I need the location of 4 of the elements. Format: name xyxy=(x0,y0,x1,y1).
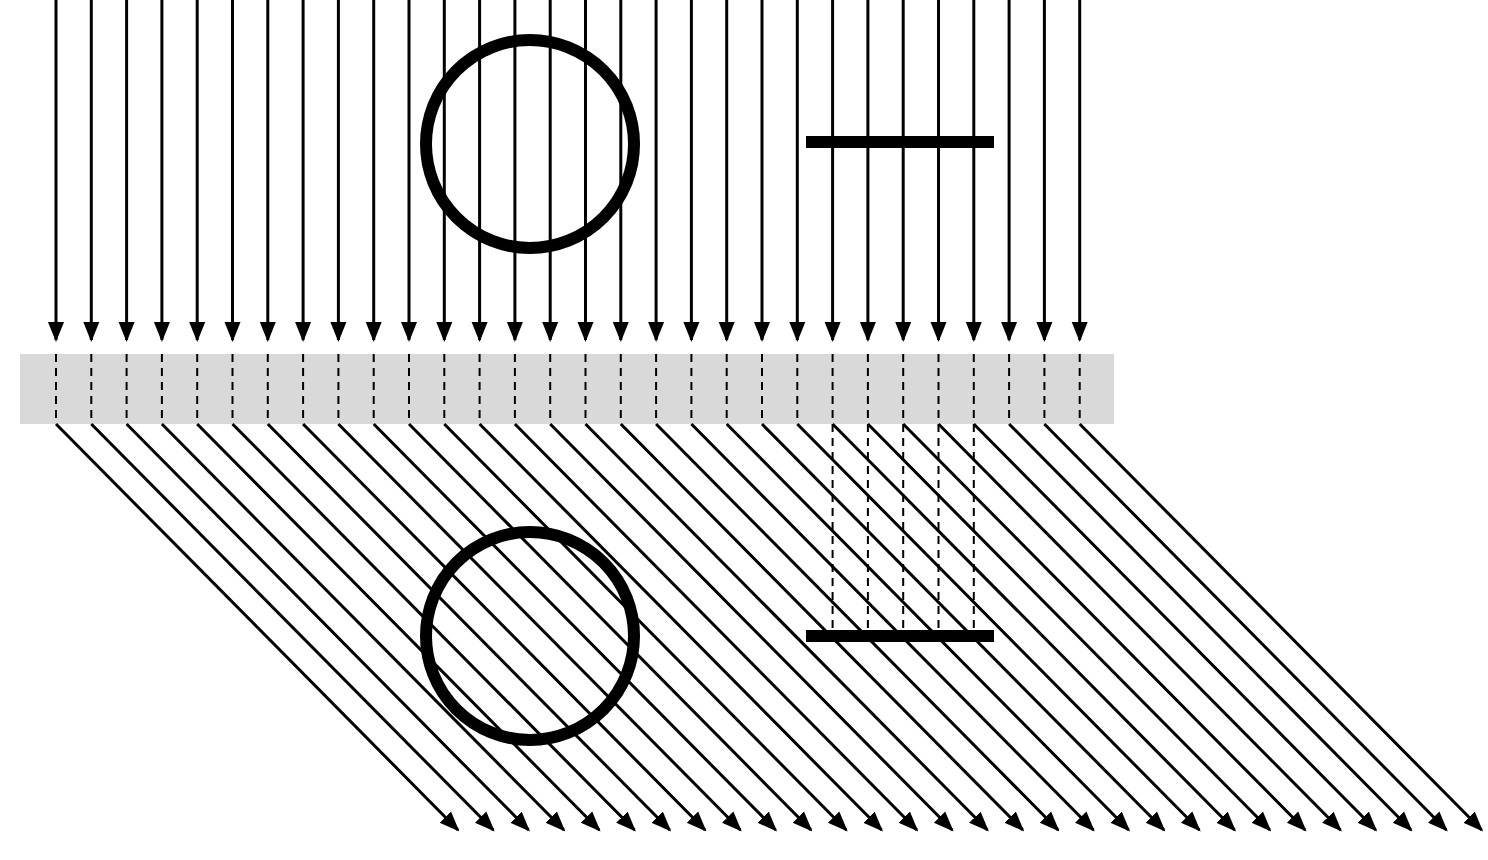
circle-shape xyxy=(420,526,640,746)
circle-shape xyxy=(420,34,640,254)
bar-shape xyxy=(806,630,994,642)
bar-shape xyxy=(806,136,994,148)
